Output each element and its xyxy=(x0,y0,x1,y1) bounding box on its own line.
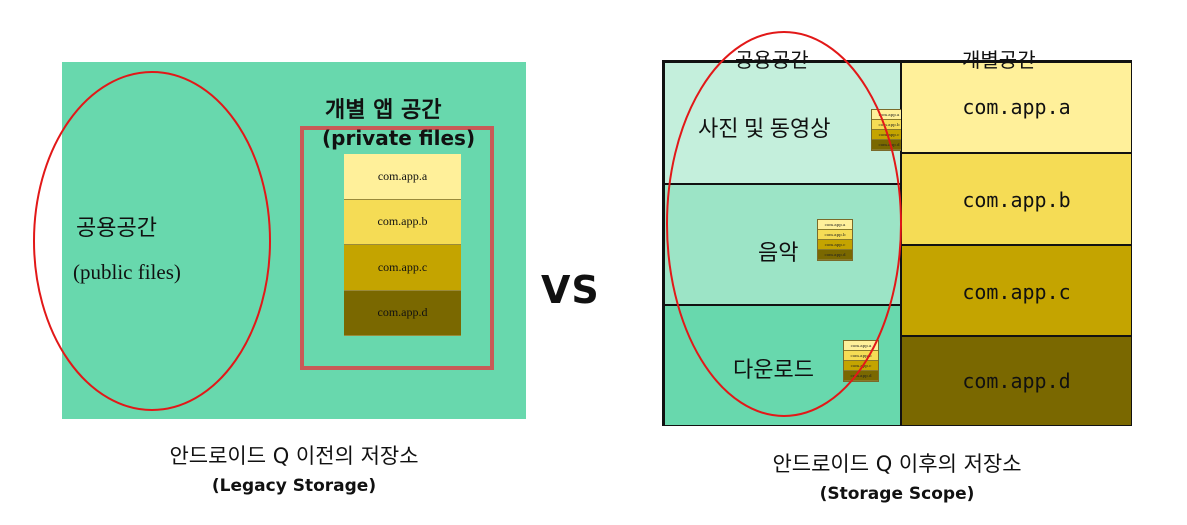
storage-scope-grid: 사진 및 동영상 com.app.a com.app.b com.app.c c… xyxy=(662,60,1132,426)
mini-app-d: com.app.d xyxy=(872,140,906,150)
mini-app-a: com.app.a xyxy=(818,220,852,230)
scope-private-app-c: com.app.c xyxy=(901,245,1132,336)
scope-public-photos-cell: 사진 및 동영상 com.app.a com.app.b com.app.c c… xyxy=(664,62,907,184)
scope-caption: 안드로이드 Q 이후의 저장소 xyxy=(772,452,1022,476)
scope-app-a-label: com.app.a xyxy=(962,95,1071,119)
mini-app-c: com.app.c xyxy=(844,361,878,371)
scope-public-music-label: 음악 xyxy=(758,240,799,265)
legacy-caption: 안드로이드 Q 이전의 저장소 xyxy=(169,444,419,468)
scope-private-header: 개별공간 xyxy=(962,50,1036,72)
scope-app-d-label: com.app.d xyxy=(962,369,1071,393)
legacy-app-b: com.app.b xyxy=(344,199,461,245)
scope-caption-sub: (Storage Scope) xyxy=(819,484,975,504)
legacy-app-d: com.app.d xyxy=(344,290,461,336)
legacy-private-box xyxy=(300,126,494,370)
scope-private-app-b: com.app.b xyxy=(901,153,1132,245)
scope-public-download-label: 다운로드 xyxy=(733,357,814,382)
legacy-caption-sub: (Legacy Storage) xyxy=(211,476,377,496)
legacy-app-c: com.app.c xyxy=(344,245,461,291)
mini-app-stack: com.app.a com.app.b com.app.c com.app.d xyxy=(817,219,853,261)
scope-public-download-cell: 다운로드 com.app.a com.app.b com.app.c com.a… xyxy=(664,305,901,426)
mini-app-stack: com.app.a com.app.b com.app.c com.app.d xyxy=(843,340,879,382)
legacy-public-label: 공용공간 xyxy=(76,215,157,240)
mini-app-d: com.app.d xyxy=(818,250,852,260)
scope-public-header: 공용공간 xyxy=(735,50,809,72)
scope-app-c-label: com.app.c xyxy=(962,280,1071,304)
legacy-private-sub: (private files) xyxy=(322,126,476,150)
scope-app-b-label: com.app.b xyxy=(962,188,1071,212)
scope-public-photos-label: 사진 및 동영상 xyxy=(698,116,831,141)
mini-app-b: com.app.b xyxy=(818,230,852,240)
vs-label: VS xyxy=(541,268,600,312)
scope-private-app-d: com.app.d xyxy=(901,336,1132,426)
mini-app-b: com.app.b xyxy=(872,120,906,130)
mini-app-d: com.app.d xyxy=(844,371,878,381)
mini-app-stack: com.app.a com.app.b com.app.c com.app.d xyxy=(871,109,907,151)
legacy-app-stack: com.app.a com.app.b com.app.c com.app.d xyxy=(344,154,461,336)
scope-public-music-cell: 음악 com.app.a com.app.b com.app.c com.app… xyxy=(664,184,901,305)
mini-app-a: com.app.a xyxy=(872,110,906,120)
mini-app-a: com.app.a xyxy=(844,341,878,351)
legacy-app-a: com.app.a xyxy=(344,154,461,200)
legacy-public-sub: (public files) xyxy=(73,260,181,284)
scope-private-app-a: com.app.a xyxy=(901,62,1132,153)
mini-app-b: com.app.b xyxy=(844,351,878,361)
mini-app-c: com.app.c xyxy=(818,240,852,250)
legacy-private-title: 개별 앱 공간 xyxy=(325,98,442,123)
